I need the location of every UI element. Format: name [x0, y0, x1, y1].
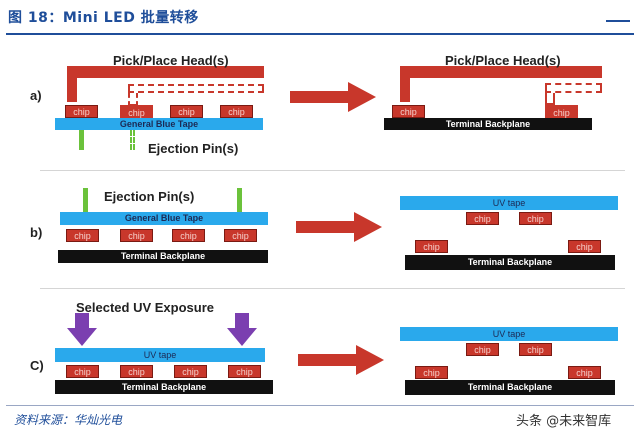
- chip: chip: [66, 365, 99, 378]
- ejection-pin-label: Ejection Pin(s): [148, 141, 239, 156]
- terminal-backplane-label-c-right: Terminal Backplane: [467, 382, 553, 392]
- pick-head-label: Pick/Place Head(s): [113, 53, 229, 68]
- general-blue-tape: [55, 118, 263, 130]
- general-blue-tape-b: [60, 212, 268, 225]
- chip: chip: [568, 240, 601, 253]
- pick-head-bar: [67, 66, 264, 78]
- chip: chip: [568, 366, 601, 379]
- uv-tape-c-right: [400, 327, 618, 341]
- chip-picked: chip: [120, 105, 153, 118]
- chip: chip: [66, 229, 99, 242]
- uv-exposure-label: Selected UV Exposure: [76, 300, 214, 315]
- uv-tape-c: [55, 348, 265, 362]
- chip: chip: [65, 105, 98, 118]
- terminal-backplane-c: [55, 380, 273, 394]
- uv-tape-label-b: UV tape: [492, 198, 526, 208]
- chip: chip: [466, 343, 499, 356]
- chip: chip: [224, 229, 257, 242]
- terminal-backplane: [384, 118, 592, 130]
- source-note: 资料来源：华灿光电: [14, 413, 123, 427]
- chip: chip: [466, 212, 499, 225]
- divider: [40, 288, 625, 289]
- ejection-pin: [237, 188, 242, 212]
- ejection-pin: [79, 130, 84, 150]
- pick-head-arm-right-a: [400, 78, 410, 102]
- terminal-backplane-b: [58, 250, 268, 263]
- chip: chip: [415, 366, 448, 379]
- ejection-pin-active: [130, 130, 135, 150]
- chip: chip: [415, 240, 448, 253]
- down-arrow-icon: [67, 313, 97, 346]
- pick-head-label-right: Pick/Place Head(s): [445, 53, 561, 68]
- terminal-backplane-label-c: Terminal Backplane: [121, 382, 207, 392]
- pick-head-ghost-right: [545, 83, 602, 93]
- panel-a-label: a): [30, 88, 42, 103]
- panel-b-label: b): [30, 225, 43, 240]
- terminal-backplane-label: Terminal Backplane: [445, 119, 531, 129]
- divider: [40, 170, 625, 171]
- chip: chip: [172, 229, 205, 242]
- right-arrow-icon: [296, 212, 382, 242]
- chip: chip: [519, 343, 552, 356]
- chip: chip: [220, 105, 253, 118]
- chip: chip: [170, 105, 203, 118]
- pick-head-bar-right: [400, 66, 602, 78]
- chip: chip: [519, 212, 552, 225]
- chip: chip: [228, 365, 261, 378]
- watermark: 头条 @未来智库: [516, 414, 612, 429]
- header-dash: [606, 20, 630, 22]
- pick-head-ghost-arm-right: [545, 93, 555, 105]
- terminal-backplane-label-b: Terminal Backplane: [120, 251, 206, 261]
- footer-rule: [6, 405, 634, 406]
- general-blue-tape-label: General Blue Tape: [119, 119, 199, 129]
- uv-tape-label-c-right: UV tape: [492, 329, 526, 339]
- terminal-backplane-b-right: [405, 255, 615, 270]
- ejection-pin-label-b: Ejection Pin(s): [104, 189, 195, 204]
- chip: chip: [392, 105, 425, 118]
- chip: chip: [120, 365, 153, 378]
- pick-head-arm-left: [67, 78, 77, 102]
- pick-head-ghost-bar: [128, 84, 264, 93]
- chip: chip: [120, 229, 153, 242]
- uv-tape-label-c: UV tape: [143, 350, 177, 360]
- panel-c-label: C): [30, 358, 44, 373]
- page-title: 图 18：Mini LED 批量转移: [8, 10, 199, 26]
- general-blue-tape-label-b: General Blue Tape: [124, 213, 204, 223]
- terminal-backplane-c-right: [405, 380, 615, 395]
- ejection-pin: [83, 188, 88, 212]
- terminal-backplane-label-b-right: Terminal Backplane: [467, 257, 553, 267]
- header-rule: [6, 33, 634, 35]
- right-arrow-icon: [290, 82, 376, 112]
- chip-placed: chip: [545, 105, 578, 118]
- right-arrow-icon: [298, 345, 384, 375]
- down-arrow-icon: [227, 313, 257, 346]
- uv-tape-b: [400, 196, 618, 210]
- chip: chip: [174, 365, 207, 378]
